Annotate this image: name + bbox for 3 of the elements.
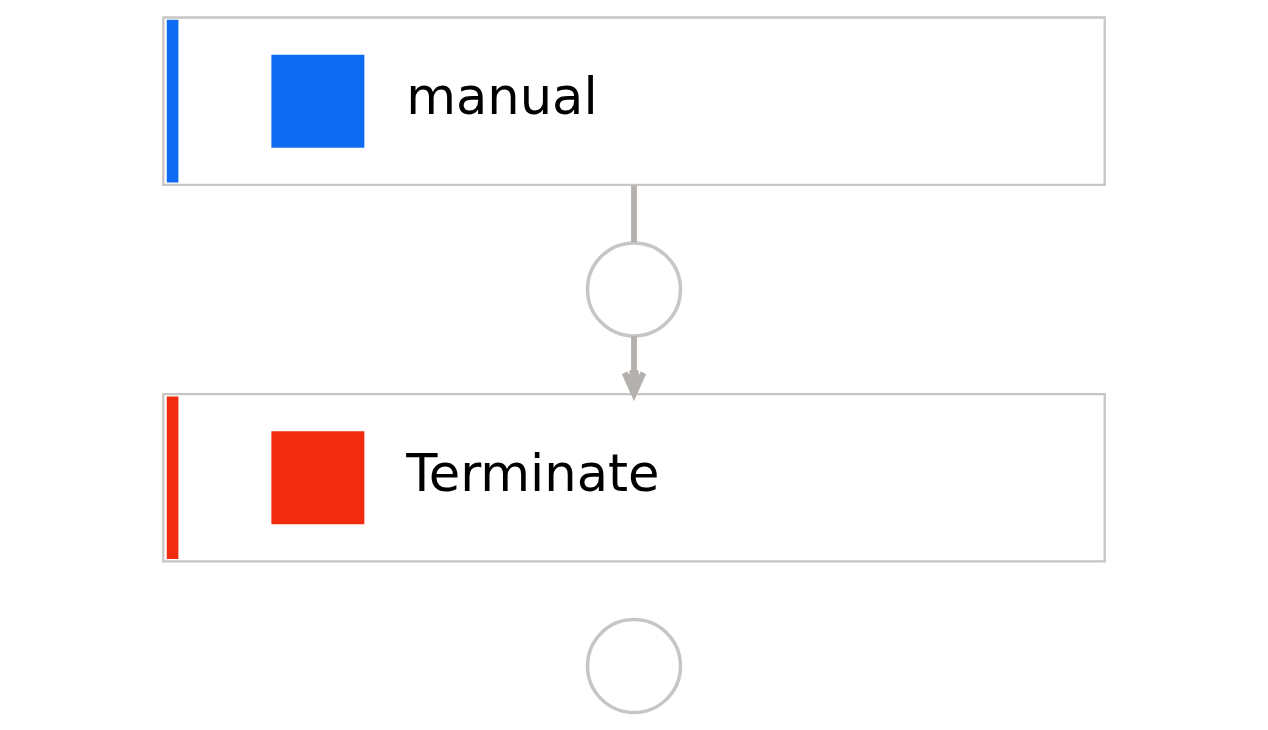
node-circle [585,617,683,715]
node-circle [585,241,683,338]
connector [631,185,637,243]
